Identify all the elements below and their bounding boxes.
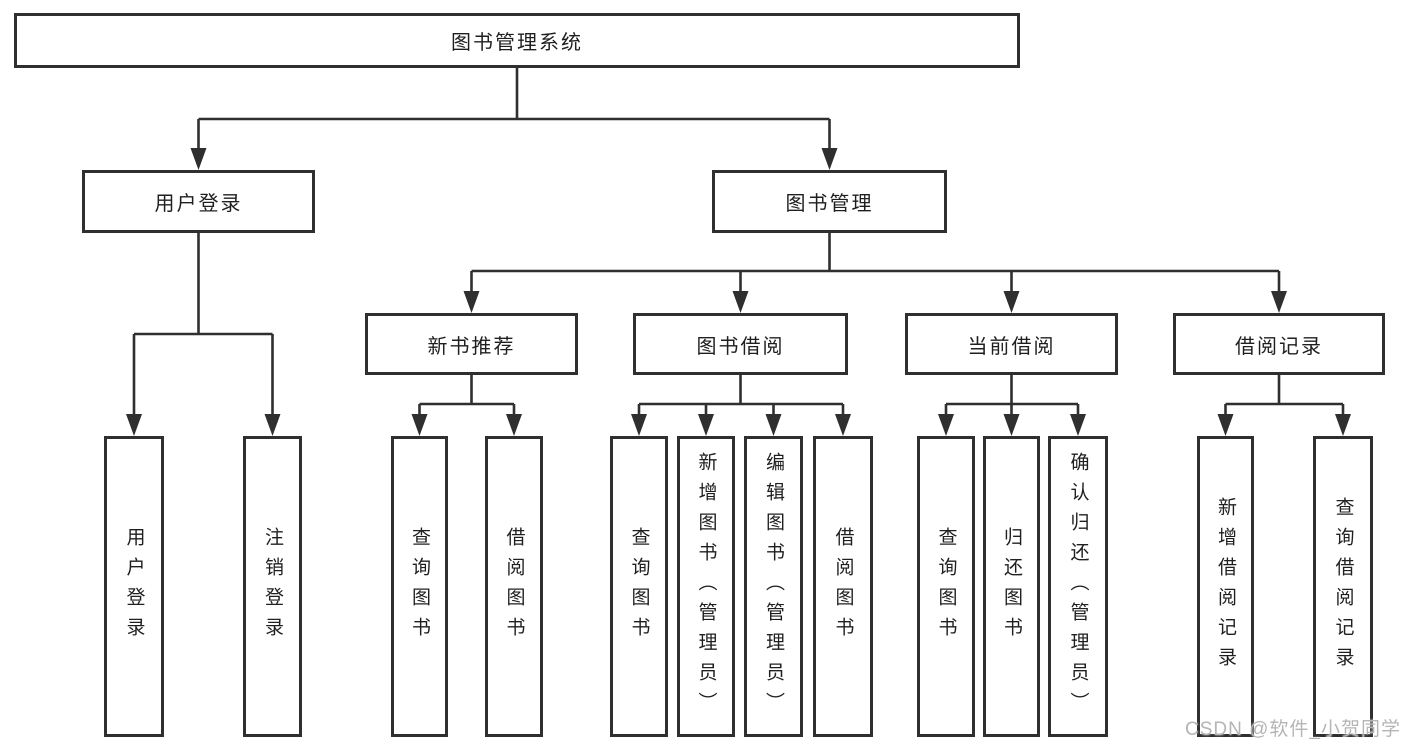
node-book-management: 图书管理 bbox=[712, 170, 947, 233]
node-root: 图书管理系统 bbox=[14, 13, 1020, 68]
node-user-login: 用户登录 bbox=[82, 170, 315, 233]
leaf-rec-query-book-label: 查询图书 bbox=[409, 526, 430, 647]
leaf-cur-query-book-label: 查询图书 bbox=[935, 526, 957, 647]
leaf-logout: 注销登录 bbox=[243, 436, 302, 737]
leaf-user-login-label: 用户登录 bbox=[123, 526, 145, 647]
csdn-watermark: CSDN @软件_小贺同学 bbox=[1185, 719, 1401, 740]
leaf-records-query: 查询借阅记录 bbox=[1313, 436, 1373, 737]
leaf-cur-confirm-return-label: 确认归还（管理员） bbox=[1067, 451, 1089, 722]
node-book-borrow: 图书借阅 bbox=[633, 313, 848, 375]
leaf-borrow-query-book-label: 查询图书 bbox=[628, 526, 650, 647]
leaf-cur-query-book: 查询图书 bbox=[917, 436, 975, 737]
node-root-label: 图书管理系统 bbox=[451, 32, 583, 54]
leaf-rec-borrow-book: 借阅图书 bbox=[485, 436, 543, 737]
leaf-borrow-edit-book: 编辑图书（管理员） bbox=[744, 436, 803, 737]
leaf-rec-query-book: 查询图书 bbox=[391, 436, 448, 737]
leaf-borrow-add-book: 新增图书（管理员） bbox=[677, 436, 735, 737]
leaf-cur-return-book-label: 归还图书 bbox=[1001, 526, 1022, 647]
node-borrow-records: 借阅记录 bbox=[1173, 313, 1385, 375]
leaf-borrow-query-book: 查询图书 bbox=[610, 436, 668, 737]
node-book-management-label: 图书管理 bbox=[785, 193, 874, 215]
leaf-cur-return-book: 归还图书 bbox=[983, 436, 1040, 737]
node-new-book-recommend: 新书推荐 bbox=[365, 313, 578, 375]
leaf-records-add-label: 新增借阅记录 bbox=[1215, 496, 1236, 677]
leaf-records-add: 新增借阅记录 bbox=[1197, 436, 1254, 737]
leaf-borrow-borrow-book: 借阅图书 bbox=[813, 436, 873, 737]
node-current-borrow: 当前借阅 bbox=[905, 313, 1118, 375]
leaf-user-login: 用户登录 bbox=[104, 436, 164, 737]
node-user-login-label: 用户登录 bbox=[154, 193, 243, 215]
leaf-rec-borrow-book-label: 借阅图书 bbox=[503, 526, 525, 647]
leaf-borrow-add-book-label: 新增图书（管理员） bbox=[695, 451, 717, 722]
node-book-borrow-label: 图书借阅 bbox=[696, 335, 785, 358]
node-current-borrow-label: 当前借阅 bbox=[967, 335, 1056, 358]
node-new-book-recommend-label: 新书推荐 bbox=[427, 335, 516, 358]
leaf-cur-confirm-return: 确认归还（管理员） bbox=[1048, 436, 1108, 737]
leaf-logout-label: 注销登录 bbox=[262, 526, 283, 647]
leaf-records-query-label: 查询借阅记录 bbox=[1332, 496, 1354, 677]
leaf-borrow-borrow-book-label: 借阅图书 bbox=[832, 526, 854, 647]
leaf-borrow-edit-book-label: 编辑图书（管理员） bbox=[763, 451, 784, 722]
node-borrow-records-label: 借阅记录 bbox=[1235, 335, 1323, 358]
